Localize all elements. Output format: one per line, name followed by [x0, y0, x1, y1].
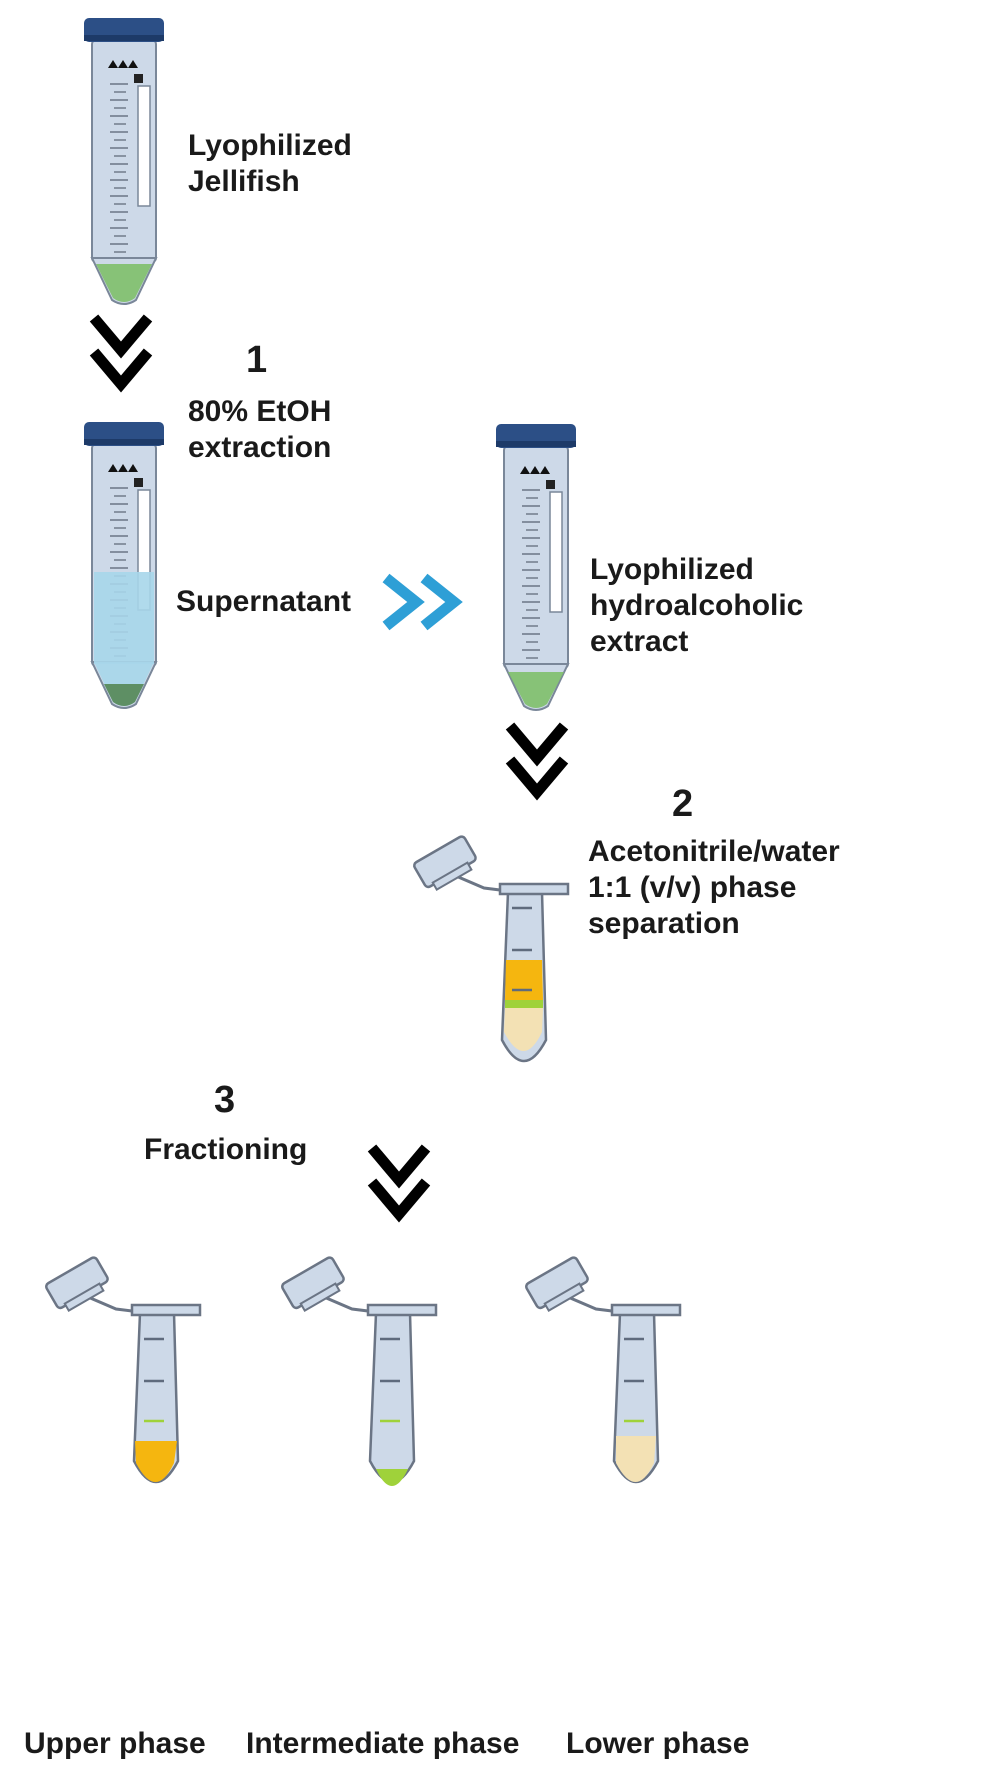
step-2-number: 2	[672, 783, 694, 825]
conical-tube-icon	[495, 423, 577, 711]
double-chevron-down-icon	[89, 314, 153, 393]
microcentrifuge-tube-icon	[411, 833, 570, 1063]
microcentrifuge-tube-icon	[523, 1254, 682, 1484]
label-step-2: Acetonitrile/water 1:1 (v/v) phase separ…	[588, 835, 840, 940]
step-1-number: 1	[246, 339, 268, 381]
label-intermediate-phase: Intermediate phase	[246, 1727, 520, 1760]
label-lyophilized-jellyfish: Lyophilized Jellifish	[188, 129, 352, 198]
label-supernatant: Supernatant	[176, 585, 352, 618]
label-step-1: 80% EtOH extraction	[188, 395, 332, 464]
double-chevron-down-icon	[505, 722, 569, 801]
step-3-number: 3	[214, 1079, 236, 1121]
conical-tube-icon	[83, 421, 165, 709]
conical-tube-icon	[83, 17, 165, 305]
double-chevron-down-icon	[367, 1144, 431, 1223]
microcentrifuge-tube-icon	[43, 1254, 202, 1484]
label-step-3: Fractioning	[144, 1133, 308, 1166]
label-upper-phase: Upper phase	[24, 1727, 206, 1760]
label-hydroalcoholic-extract: Lyophilized hydroalcoholic extract	[590, 553, 804, 658]
microcentrifuge-tube-icon	[279, 1254, 438, 1486]
double-chevron-right-icon	[382, 573, 463, 631]
label-lower-phase: Lower phase	[566, 1727, 750, 1760]
